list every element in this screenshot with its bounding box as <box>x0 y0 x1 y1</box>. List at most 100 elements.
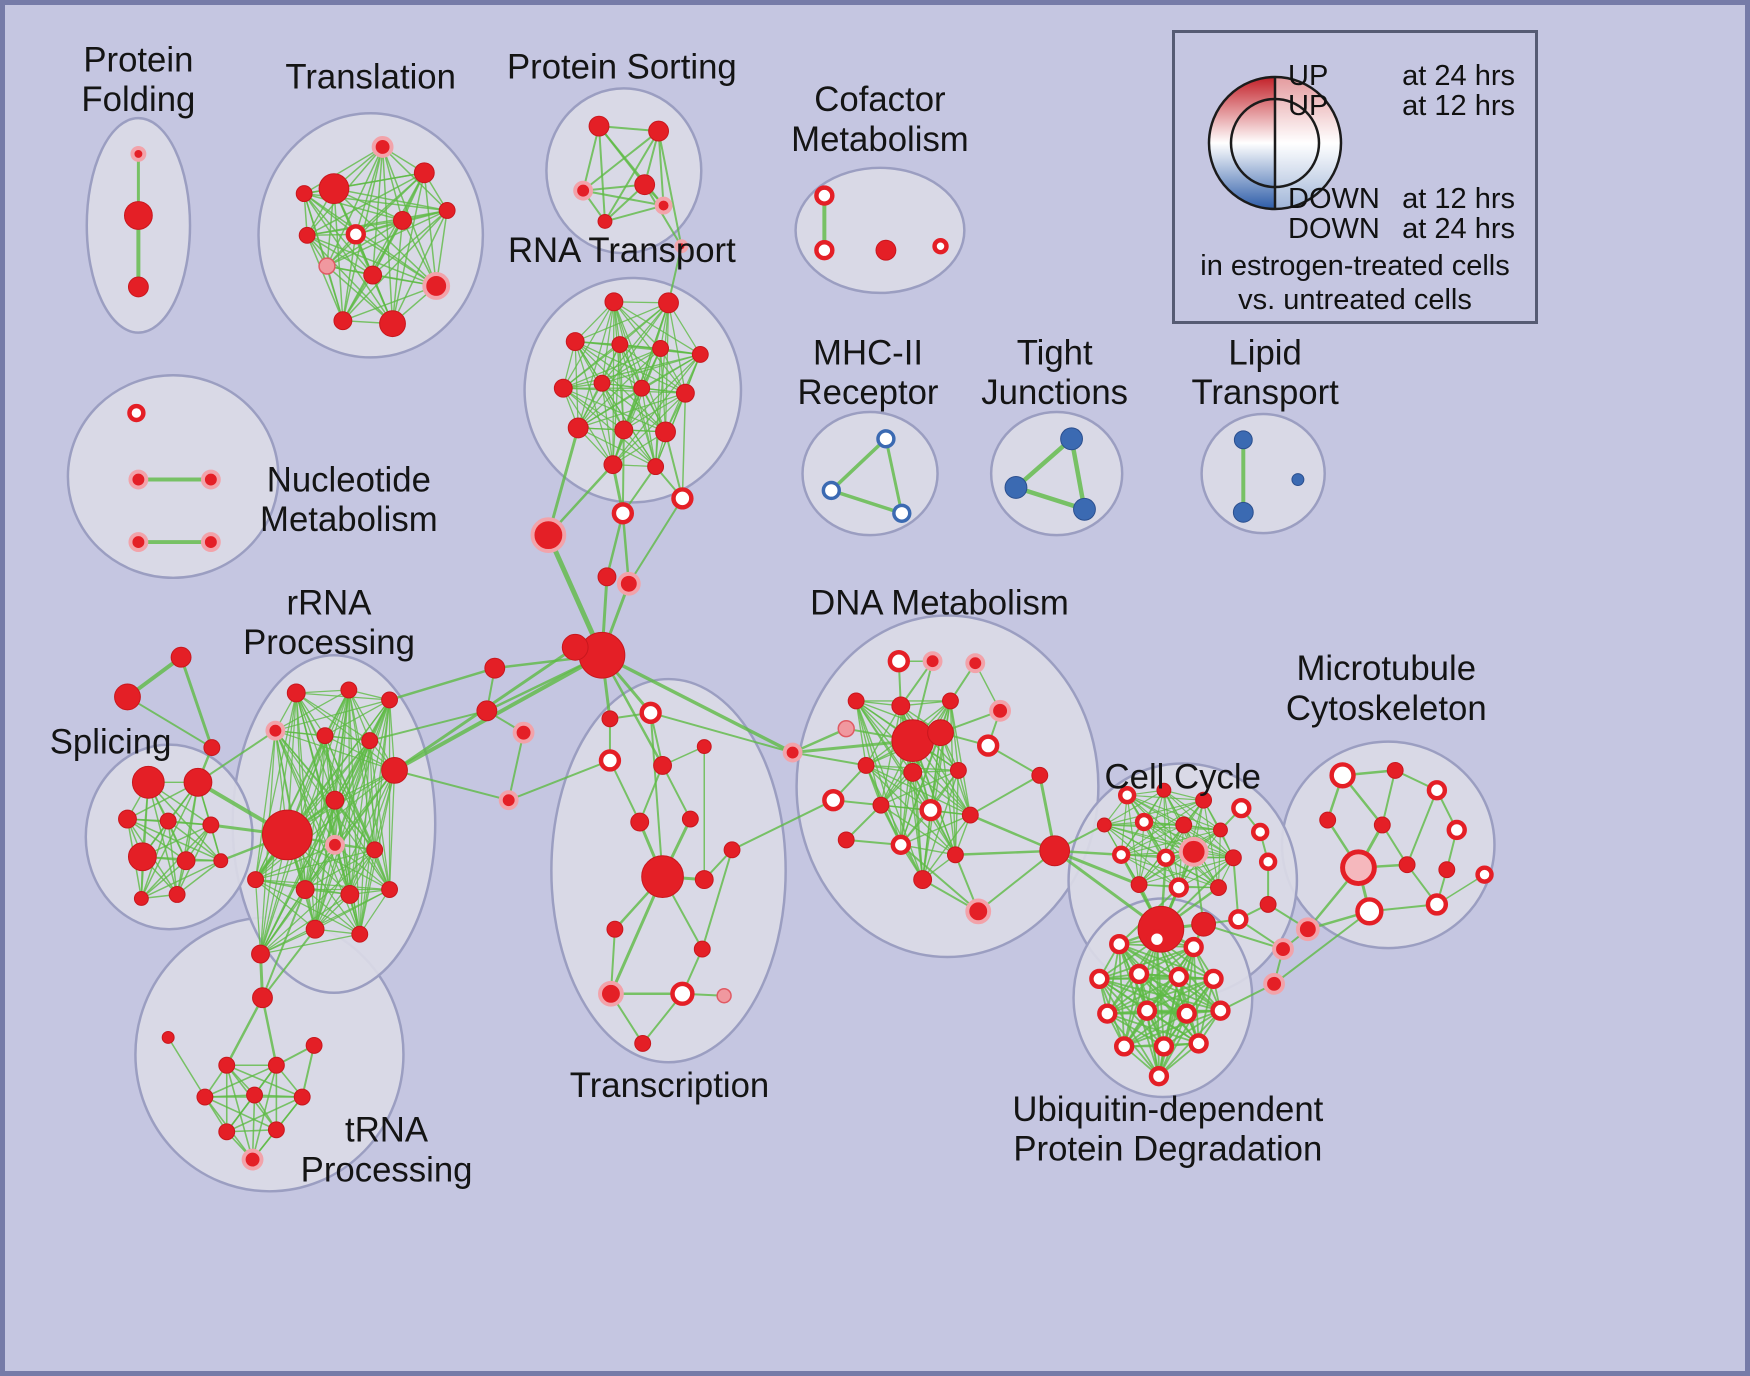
edge <box>1143 799 1205 823</box>
edge <box>259 849 376 955</box>
edge <box>342 172 426 322</box>
node-pf2 <box>123 201 153 230</box>
cluster-label-transcription: Transcription <box>570 1067 769 1105</box>
node-rt2 <box>658 292 679 314</box>
edge <box>204 1064 278 1098</box>
node-cc4 <box>1231 797 1252 819</box>
edge <box>612 353 701 466</box>
edge <box>1013 436 1074 490</box>
node-lt1 <box>1233 430 1253 450</box>
edge <box>613 301 662 350</box>
edge <box>638 764 664 824</box>
node-mt10 <box>1355 897 1384 926</box>
cluster-label-protein-sorting: Protein Sorting <box>507 48 737 86</box>
node-rt15 <box>647 458 665 476</box>
edge <box>254 769 396 881</box>
edge <box>314 735 326 930</box>
node-sp2 <box>183 767 213 797</box>
edge <box>306 172 426 237</box>
node-rr3 <box>381 691 398 709</box>
node-ub12 <box>1114 1036 1135 1057</box>
edge <box>140 859 187 900</box>
node-cc22 <box>1272 938 1294 961</box>
node-tx7 <box>681 810 699 828</box>
node-ub14 <box>1188 1033 1209 1054</box>
edge <box>1103 789 1165 826</box>
legend-row-down-12: DOWN at 12 hrs <box>1175 183 1535 215</box>
edge <box>681 392 687 500</box>
edge <box>612 392 687 466</box>
edge <box>342 209 448 322</box>
edge <box>900 814 971 846</box>
node-sp5 <box>202 816 220 834</box>
node-ps6 <box>654 196 673 215</box>
edge <box>865 705 902 767</box>
edge <box>342 285 437 322</box>
node-tx3 <box>598 749 622 772</box>
node-ub3 <box>1183 936 1204 958</box>
node-tx6 <box>630 812 650 832</box>
node-dm11 <box>977 734 1000 757</box>
edge <box>334 699 391 846</box>
edge <box>1103 824 1234 859</box>
edge <box>829 437 888 493</box>
edge <box>334 799 376 851</box>
node-dm2 <box>922 651 943 672</box>
node-dm16 <box>822 789 845 812</box>
edge <box>254 878 262 955</box>
cluster-cofactor-metabolism <box>794 166 966 295</box>
node-cc12 <box>1178 836 1209 867</box>
node-tr9 <box>218 1123 236 1141</box>
node-rr12 <box>247 871 264 889</box>
node-nm4 <box>128 532 149 552</box>
node-ub9 <box>1136 1000 1158 1021</box>
edge <box>880 769 960 806</box>
edge <box>371 146 384 276</box>
edge <box>562 387 687 394</box>
node-sp10 <box>133 891 149 906</box>
node-mt1 <box>1329 762 1356 789</box>
node-dm8 <box>837 720 855 738</box>
edge <box>1120 824 1185 856</box>
edge <box>865 764 971 816</box>
edge <box>601 382 614 466</box>
edge <box>274 699 391 732</box>
node-rr4 <box>265 720 286 741</box>
node-t3 <box>371 136 394 158</box>
node-sp7 <box>176 851 196 871</box>
node-rt8 <box>593 374 611 392</box>
node-ps2 <box>648 120 670 142</box>
edge <box>306 234 437 287</box>
edge <box>254 735 326 881</box>
edge <box>326 219 404 267</box>
node-hb9 <box>476 700 498 722</box>
node-dmx <box>782 742 803 763</box>
node-rr10 <box>325 834 345 855</box>
edge <box>1098 946 1195 980</box>
edge <box>304 799 336 891</box>
edge <box>731 799 835 851</box>
edge <box>577 387 643 429</box>
edge <box>251 1064 278 1161</box>
node-dm20 <box>837 831 855 849</box>
node-tj2 <box>1004 476 1028 499</box>
edge <box>324 735 336 846</box>
edge <box>649 711 664 878</box>
edge <box>641 387 657 468</box>
node-rt13 <box>655 421 676 443</box>
node-fs2 <box>114 683 141 711</box>
node-rr17 <box>351 925 369 943</box>
edge <box>1158 977 1215 1078</box>
edge <box>921 814 971 881</box>
node-ps3 <box>573 180 594 201</box>
node-rt1 <box>604 292 624 312</box>
node-hb7 <box>561 633 589 661</box>
edge <box>1146 1009 1200 1045</box>
node-cc21 <box>1259 895 1277 913</box>
legend-down-12-label: DOWN <box>1288 183 1380 215</box>
edge <box>314 799 336 930</box>
node-rt9 <box>633 379 651 397</box>
node-hb3 <box>671 487 694 510</box>
edge <box>657 130 665 207</box>
edge <box>601 353 701 384</box>
